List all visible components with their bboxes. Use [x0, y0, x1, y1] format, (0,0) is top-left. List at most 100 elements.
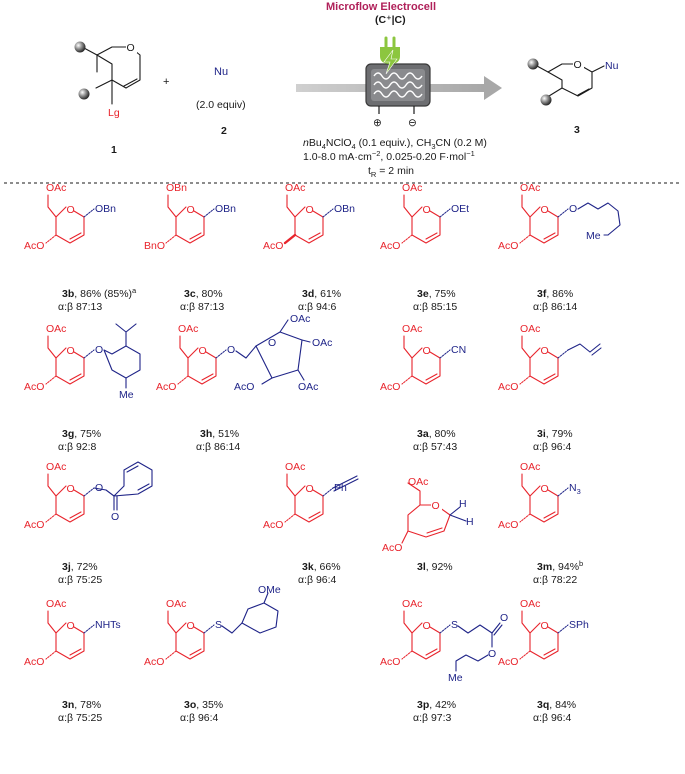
nucleophile-equiv: (2.0 equiv) — [196, 99, 246, 111]
oac-label: OBn — [166, 182, 187, 194]
product-yield: 3a, 80% — [417, 428, 456, 440]
product-3e-label: 3e, 75%α:β 85:15 — [413, 288, 457, 313]
anomeric-ratio: α:β 75:25 — [58, 712, 102, 724]
nucleophile-label: N3 — [569, 482, 581, 496]
oac-label: OAc — [166, 598, 186, 610]
oac-label: OAc — [402, 182, 422, 194]
aco-label: AcO — [498, 519, 518, 531]
product-yield: 3l, 92% — [417, 561, 453, 573]
ring-oxygen: O — [199, 345, 207, 357]
aco-label: AcO — [380, 240, 400, 252]
product-yield: 3e, 75% — [417, 288, 456, 300]
oac-label: OAc — [520, 182, 540, 194]
aco-label: AcO — [156, 381, 176, 393]
oac-label: OAc — [402, 323, 422, 335]
product-3a-label: 3a, 80%α:β 57:43 — [413, 428, 457, 453]
ring-oxygen: O — [541, 620, 549, 632]
nucleophile-label: O — [227, 344, 235, 356]
nucleophile-label: O — [95, 344, 103, 356]
oac-label: OAc — [285, 182, 305, 194]
aco-label: AcO — [144, 656, 164, 668]
aco-label: AcO — [263, 240, 283, 252]
anomeric-ratio: α:β 78:22 — [533, 574, 577, 586]
nu-h: H — [459, 498, 467, 510]
product-3j-label: 3j, 72%α:β 75:25 — [58, 561, 102, 586]
anomeric-ratio: α:β 86:14 — [196, 441, 240, 453]
reactant-2: Nu (2.0 equiv) 2 — [196, 66, 246, 137]
aco-label: AcO — [498, 381, 518, 393]
product-yield: 3b, 86% (85%)a — [62, 286, 137, 300]
aco-label: AcO — [24, 381, 44, 393]
reactant-1-structure: O Lg 1 — [74, 41, 141, 156]
product-3d-label: 3d, 61%α:β 94:6 — [298, 288, 341, 313]
oac-label: OAc — [402, 598, 422, 610]
oac-label: OAc — [46, 461, 66, 473]
oac-label: OAc — [178, 323, 198, 335]
product-label: 3 — [574, 124, 580, 136]
product-3c-label: 3c, 80%α:β 87:13 — [180, 288, 224, 313]
aco-label: AcO — [498, 656, 518, 668]
ring-oxygen: O — [541, 345, 549, 357]
oac-label: OAc — [408, 476, 428, 488]
aco-label: AcO — [24, 656, 44, 668]
anode-symbol: ⊕ — [373, 117, 382, 129]
nucleophile-label: NHTs — [95, 619, 121, 631]
svg-text:1.0-8.0 mA·cm−2, 0.025-0.20 F·: 1.0-8.0 mA·cm−2, 0.025-0.20 F·mol−1 — [303, 149, 475, 163]
ring-oxygen: O — [541, 204, 549, 216]
product-yield: 3i, 79% — [537, 428, 573, 440]
product-yield: 3j, 72% — [62, 561, 98, 573]
ring-oxygen: O — [423, 620, 431, 632]
anomeric-ratio: α:β 96:4 — [298, 574, 337, 586]
substituent-ball-icon — [78, 88, 90, 100]
aco-label: AcO — [234, 381, 254, 393]
aco-label: BnO — [144, 240, 165, 252]
product-3q-label: 3q, 84%α:β 96:4 — [533, 699, 576, 724]
oac-label: OAc — [520, 598, 540, 610]
product-yield: 3q, 84% — [537, 699, 576, 711]
product-3k-label: 3k, 66%α:β 96:4 — [298, 561, 341, 586]
anomeric-ratio: α:β 87:13 — [58, 301, 102, 313]
nucleophile-label: O — [95, 482, 103, 494]
anomeric-ratio: α:β 96:4 — [180, 712, 219, 724]
substituent-ball-icon — [527, 58, 539, 70]
anomeric-ratio: α:β 97:3 — [413, 712, 452, 724]
product-yield: 3k, 66% — [302, 561, 341, 573]
product-nu-label: Nu — [605, 60, 619, 72]
ring-oxygen: O — [306, 204, 314, 216]
product-3p-label: 3p, 42%α:β 97:3 — [413, 699, 456, 724]
cell-title: Microflow Electrocell — [326, 1, 436, 13]
ring-oxygen: O — [306, 483, 314, 495]
nucleophile-label: O — [569, 203, 577, 215]
product-3i-label: 3i, 79%α:β 96:4 — [533, 428, 573, 453]
reactant-1-label: 1 — [111, 144, 117, 156]
anomeric-ratio: α:β 94:6 — [298, 301, 337, 313]
reactant-1-ring-o: O — [127, 42, 135, 54]
product-3-structure: O Nu 3 — [527, 58, 619, 136]
nucleophile-label: S — [451, 619, 458, 631]
reactant-1-leaving-group: Lg — [108, 107, 120, 119]
nucleophile-label: OEt — [451, 203, 469, 215]
ester-oxygen: O — [488, 648, 496, 660]
anomeric-ratio: α:β 96:4 — [533, 441, 572, 453]
nucleophile-label: OBn — [334, 203, 355, 215]
substituent-ball-icon — [540, 94, 552, 106]
ring-oxygen: O — [423, 204, 431, 216]
oac-label: OAc — [46, 598, 66, 610]
substituent-ball-icon — [74, 41, 86, 53]
ring-oxygen: O — [423, 345, 431, 357]
svg-text:O: O — [574, 59, 582, 71]
aco-label: AcO — [382, 542, 402, 554]
